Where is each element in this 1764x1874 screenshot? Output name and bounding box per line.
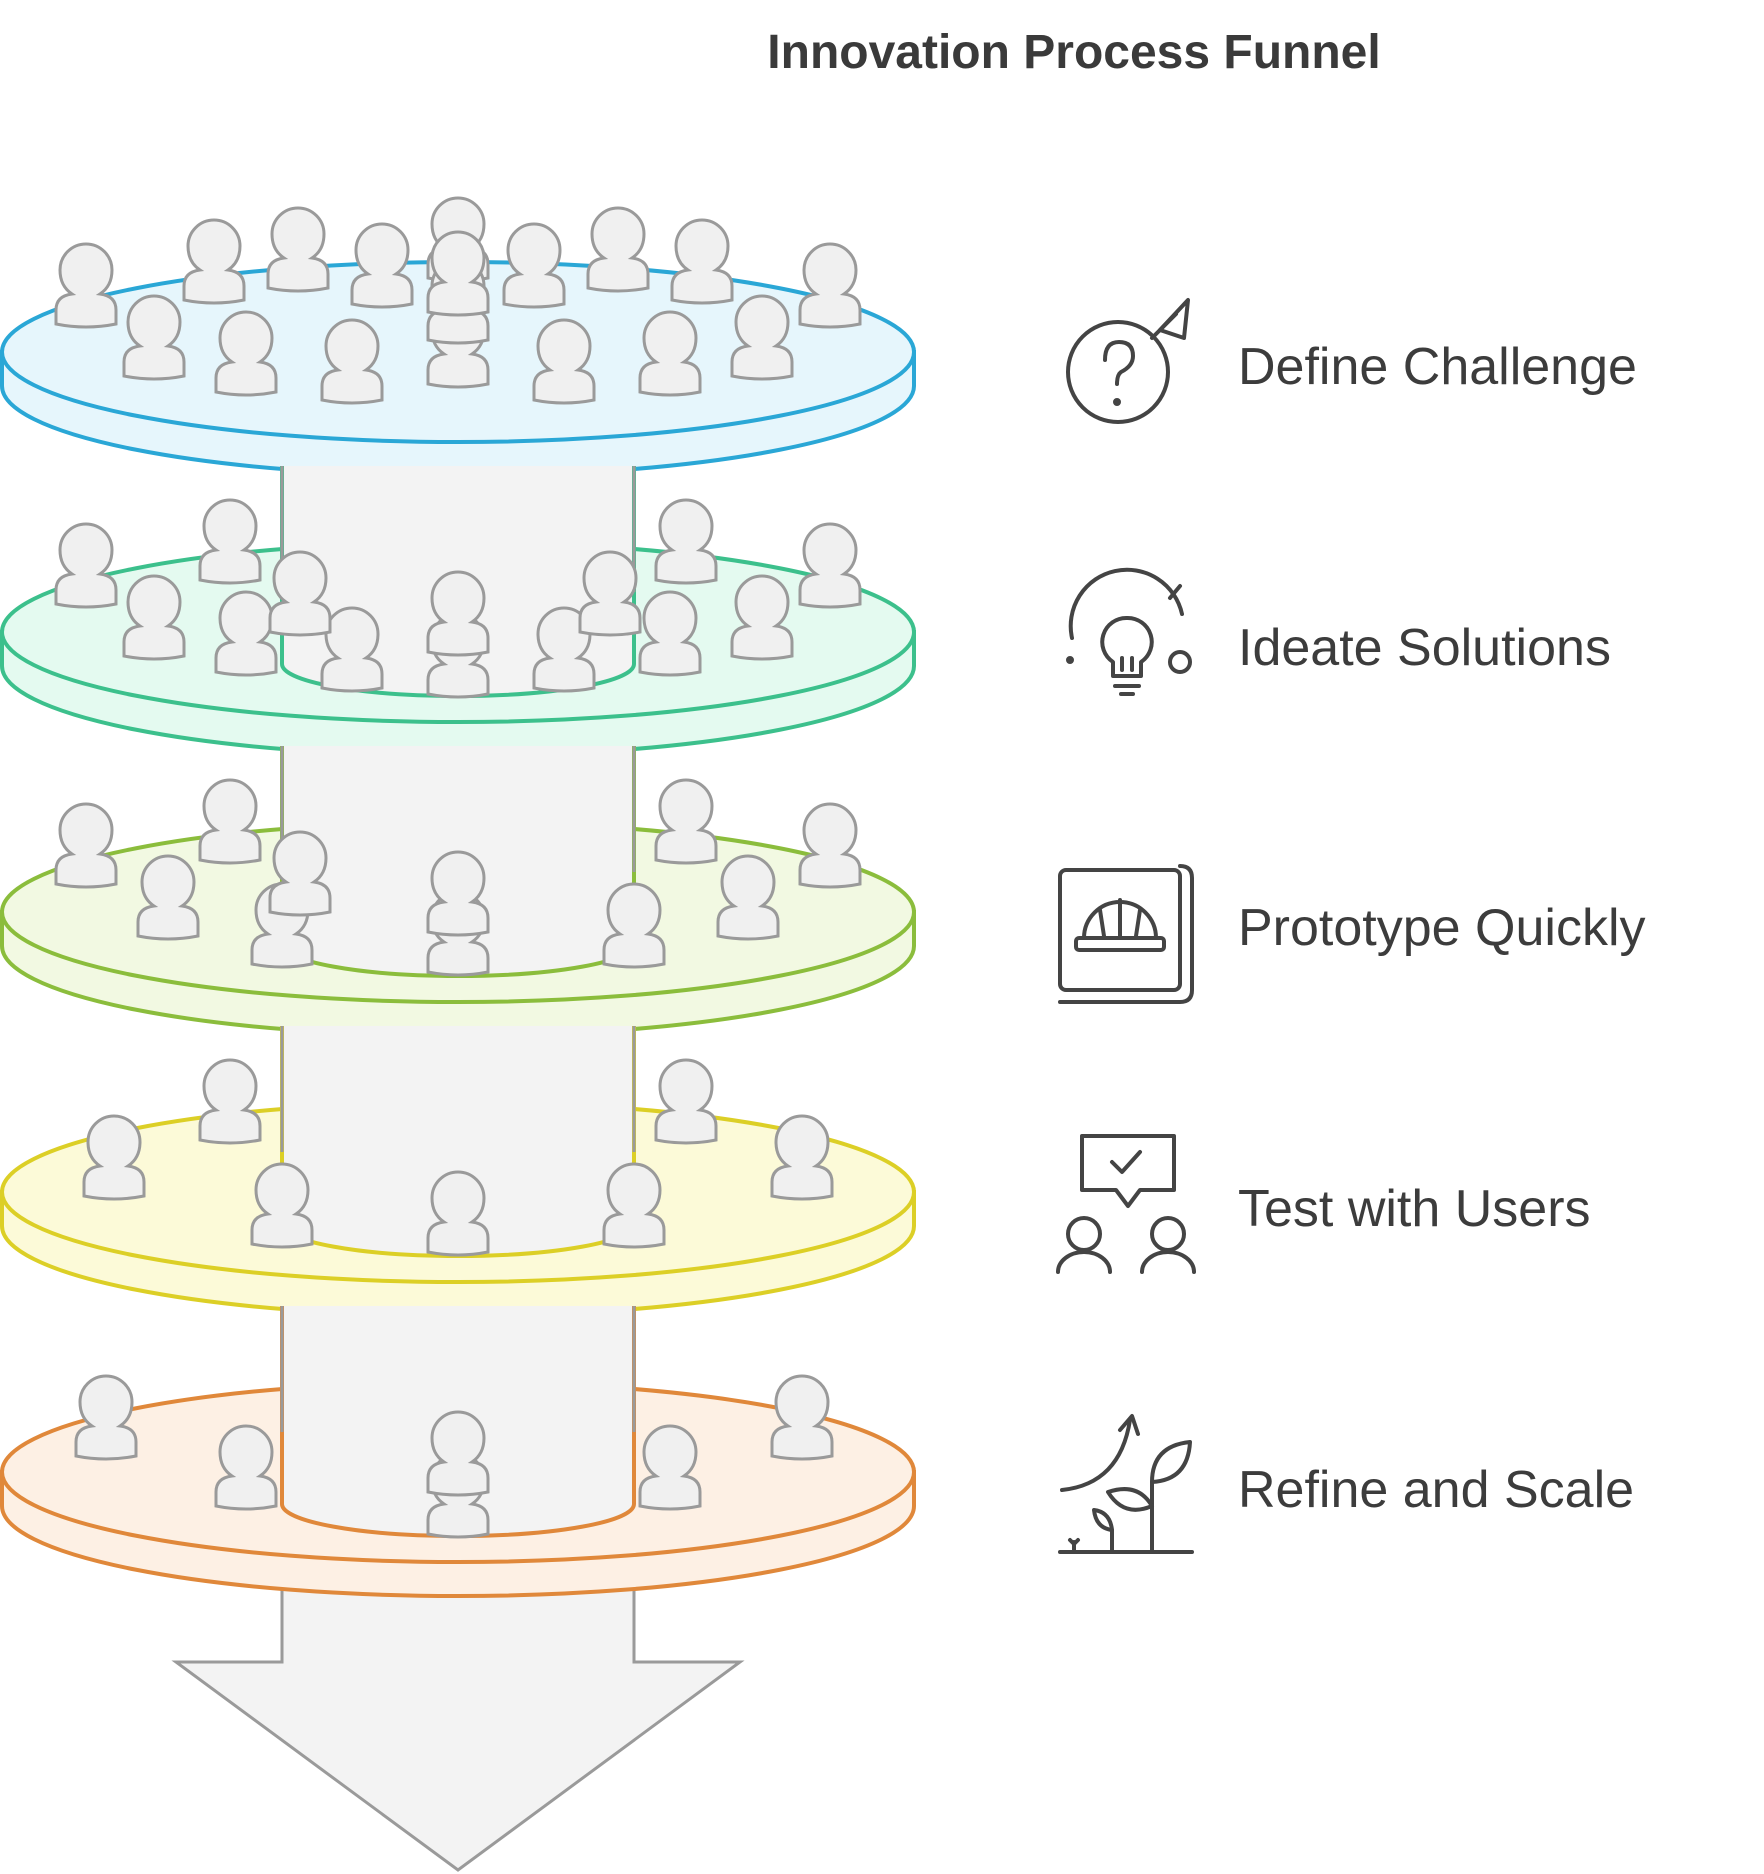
person-icon (122, 294, 186, 381)
disc-stage-3 (0, 746, 916, 1038)
person-icon (214, 310, 278, 397)
person-icon (350, 222, 414, 309)
person-icon (182, 218, 246, 305)
users-feedback-icon (1056, 1134, 1196, 1274)
person-icon (770, 1374, 834, 1461)
person-icon (198, 1058, 262, 1145)
person-icon (54, 802, 118, 889)
person-icon (654, 778, 718, 865)
person-icon (426, 570, 490, 657)
person-icon (638, 310, 702, 397)
growth-plant-icon (1058, 1414, 1194, 1554)
person-icon (198, 498, 262, 585)
person-icon (136, 854, 200, 941)
person-icon (730, 574, 794, 661)
person-icon (268, 550, 332, 637)
stage-label-refine-and-scale: Refine and Scale (1238, 1461, 1634, 1519)
person-icon (770, 1114, 834, 1201)
stage-label-define-challenge: Define Challenge (1238, 338, 1637, 396)
person-icon (654, 498, 718, 585)
person-icon (798, 522, 862, 609)
person-icon (74, 1374, 138, 1461)
person-icon (214, 1424, 278, 1511)
stage-label-ideate-solutions: Ideate Solutions (1238, 619, 1611, 677)
disc-stage-1 (0, 196, 916, 478)
person-icon (532, 318, 596, 405)
person-icon (54, 522, 118, 609)
person-icon (266, 206, 330, 293)
person-icon (638, 1424, 702, 1511)
person-icon (426, 230, 490, 317)
person-icon (426, 850, 490, 937)
person-icon (250, 1162, 314, 1249)
person-icon (602, 882, 666, 969)
stage-label-prototype-quickly: Prototype Quickly (1238, 899, 1646, 957)
person-icon (122, 574, 186, 661)
person-icon (54, 242, 118, 329)
person-icon (426, 1170, 490, 1257)
person-icon (638, 590, 702, 677)
person-icon (670, 218, 734, 305)
person-icon (602, 1162, 666, 1249)
person-icon (798, 242, 862, 329)
person-icon (654, 1058, 718, 1145)
disc-stage-5 (0, 1306, 916, 1598)
person-icon (320, 606, 384, 693)
person-icon (268, 830, 332, 917)
person-icon (586, 206, 650, 293)
person-icon (198, 778, 262, 865)
stage-labels: Define Challenge Ideate Solutions Protot… (1238, 338, 1646, 1519)
person-icon (320, 318, 384, 405)
person-icon (798, 802, 862, 889)
funnel-discs (0, 196, 916, 1598)
person-icon (426, 1410, 490, 1497)
person-icon (214, 590, 278, 677)
person-icon (716, 854, 780, 941)
disc-stage-2 (0, 466, 916, 758)
person-icon (578, 550, 642, 637)
person-icon (502, 222, 566, 309)
diagram-title: Innovation Process Funnel (767, 26, 1380, 79)
person-icon (82, 1114, 146, 1201)
disc-stage-4 (0, 1026, 916, 1318)
blueprint-hardhat-icon (1058, 864, 1194, 1004)
question-arrow-icon (1066, 298, 1190, 424)
lightbulb-icon (1066, 567, 1192, 696)
person-icon (730, 294, 794, 381)
stage-label-test-with-users: Test with Users (1238, 1180, 1591, 1238)
